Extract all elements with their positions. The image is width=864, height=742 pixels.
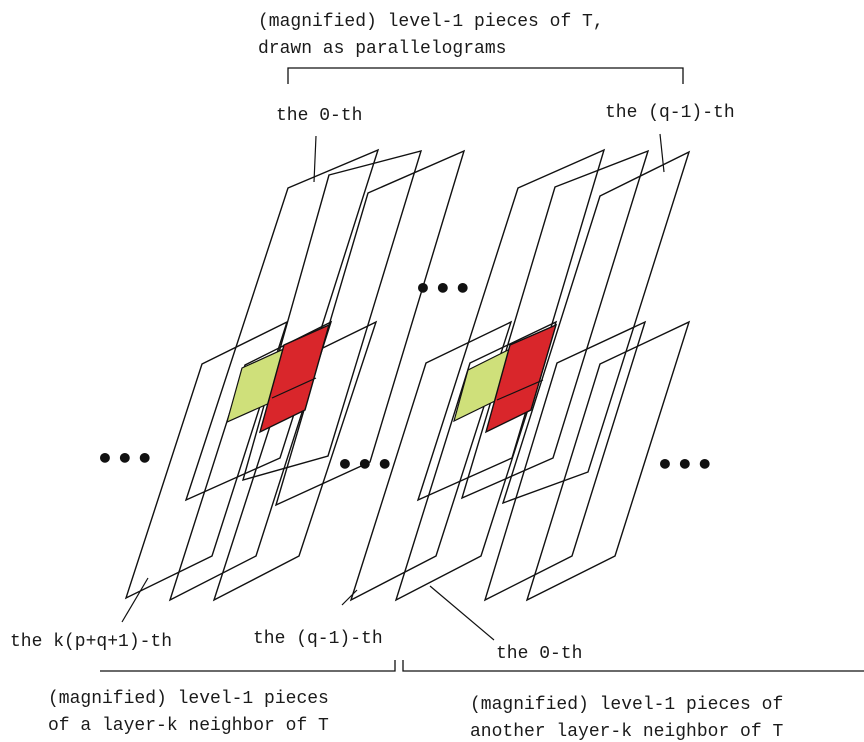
label-top-0th: the 0-th [276, 106, 362, 126]
parallelogram [483, 320, 647, 602]
bottom-right-caption-line1: (magnified) level-1 pieces of [470, 695, 783, 715]
parallelogram [124, 320, 289, 600]
parallelogram [349, 320, 513, 602]
bottom-brace-right [402, 660, 864, 672]
bottom-left-caption-line1: (magnified) level-1 pieces [48, 689, 329, 709]
label-bottom-q1th: the (q-1)-th [253, 629, 383, 649]
leader-bottom-q1th [341, 589, 358, 606]
bottom-brace-left [100, 660, 396, 672]
highlight-red-left-divider [271, 377, 317, 399]
lower-group-middle [349, 320, 558, 602]
highlight-red-right-divider [496, 379, 544, 401]
top-caption-line1: (magnified) level-1 pieces of T, [258, 12, 604, 32]
lower-group-right [483, 320, 691, 602]
parallelogram [525, 320, 691, 602]
label-bottom-0th: the 0-th [496, 644, 582, 664]
bottom-left-caption-line2: of a layer-k neighbor of T [48, 716, 329, 736]
parallelogram [416, 148, 606, 502]
parallelogram [184, 148, 380, 502]
ellipsis-right: ••• [656, 448, 716, 481]
parallelogram [212, 320, 378, 602]
top-brace [287, 67, 684, 84]
leader-top-0th [313, 135, 317, 183]
highlight-red-right [484, 323, 558, 434]
top-caption-line2: drawn as parallelograms [258, 39, 506, 59]
parallelogram [394, 320, 558, 602]
ellipsis-left: ••• [96, 442, 156, 475]
leader-top-q1th [659, 133, 665, 173]
parallelogram [501, 150, 691, 505]
label-bottom-kth: the k(p+q+1)-th [10, 632, 172, 652]
ellipsis-top: ••• [414, 272, 474, 305]
bottom-right-caption-line2: another layer-k neighbor of T [470, 722, 783, 742]
leader-bottom-0th [429, 585, 495, 641]
leader-bottom-kth [121, 577, 149, 623]
ellipsis-middle: ••• [336, 448, 396, 481]
highlight-red-left [258, 323, 331, 434]
label-top-q1th: the (q-1)-th [605, 103, 735, 123]
